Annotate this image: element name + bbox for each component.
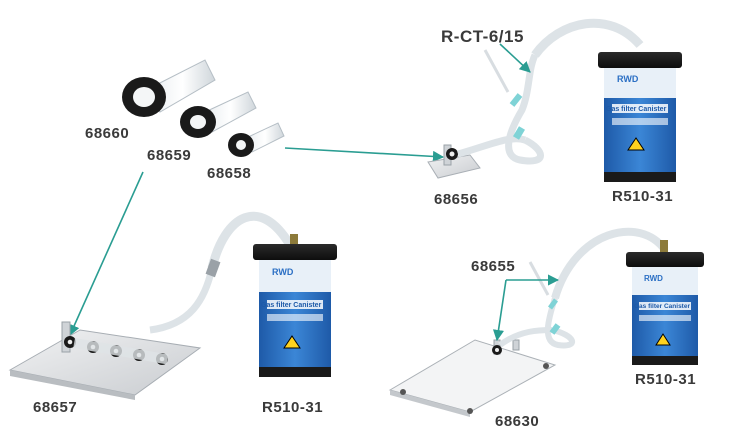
canister-brand-br: RWD [644, 274, 663, 283]
nose-cone-68658 [228, 122, 285, 157]
arrow-to-68656 [284, 147, 445, 163]
nose-cone-68659 [180, 91, 257, 138]
manifold-row [64, 336, 169, 365]
label-68657: 68657 [33, 399, 78, 416]
label-r-ct-6-15: R-CT-6/15 [441, 27, 524, 46]
label-68658: 68658 [207, 165, 252, 182]
label-68655: 68655 [471, 258, 516, 275]
canister-title-top: Gas filter Canister [606, 106, 667, 113]
label-r510-31-bottom-right: R510-31 [635, 371, 697, 388]
label-68659: 68659 [147, 147, 192, 164]
canister-brand-top: RWD [617, 74, 639, 84]
arrow-r-ct [499, 43, 531, 73]
label-r510-31-top: R510-31 [612, 188, 674, 205]
nose-cone-68660 [122, 59, 216, 117]
setup-bottom-right [388, 227, 704, 417]
label-r510-31-bottom-left: R510-31 [262, 399, 324, 416]
setup-top-right [427, 18, 682, 182]
label-68656: 68656 [434, 191, 479, 208]
label-68630: 68630 [495, 413, 540, 430]
canister-title-bl: Gas filter Canister [261, 302, 322, 309]
canister-title-br: Gas filter Canister [634, 303, 690, 310]
canister-brand-bl: RWD [272, 267, 294, 277]
label-68660: 68660 [85, 125, 130, 142]
setup-bottom-left [8, 211, 337, 400]
arrows-68655 [492, 274, 560, 342]
arrow-to-68657 [69, 171, 144, 337]
